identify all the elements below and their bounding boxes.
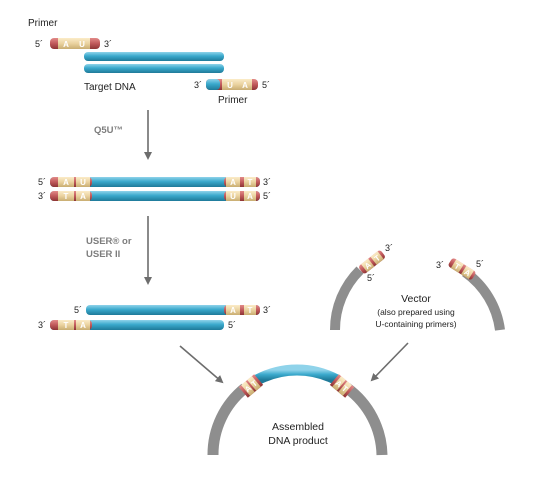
base-t: T (248, 178, 253, 187)
enzyme-step-label-2: USER II (86, 249, 120, 260)
pcr-strand-top: A U A T (50, 177, 260, 187)
base-t: T (250, 379, 260, 389)
vector-note-line-1: (also prepared using (377, 307, 455, 317)
primer-top-label: Primer (28, 18, 58, 29)
product-insert-arc (254, 364, 340, 385)
three-prime-label: 3´ (436, 260, 444, 270)
three-prime-label: 3´ (263, 305, 271, 315)
base-a: A (230, 178, 236, 187)
base-t: T (373, 253, 382, 263)
pcr-strand-bottom: T A U A (50, 191, 260, 201)
base-t: T (64, 321, 69, 330)
three-prime-label: 3´ (385, 243, 393, 253)
target-dna-strand-bottom (84, 64, 224, 73)
primer-top-strand: A U (50, 38, 100, 49)
three-prime-label: 3´ (194, 80, 202, 90)
target-dna-strand-top (84, 52, 224, 61)
stage-2-pcr-product: 5´ A U A T 3´ 3´ T A U A (38, 177, 271, 201)
arrow-insert-to-product (179, 345, 224, 384)
base-a: A (334, 379, 344, 390)
assembled-product-circle: A T A T (207, 364, 388, 456)
insert-strand-bottom: T A (50, 320, 224, 330)
base-t: T (453, 261, 462, 271)
base-a: A (247, 192, 253, 201)
base-a: A (230, 306, 236, 315)
primer-bottom-label: Primer (218, 95, 248, 106)
five-prime-label: 5´ (263, 191, 271, 201)
base-a: A (63, 178, 69, 187)
base-t: T (64, 192, 69, 201)
five-prime-label: 5´ (74, 305, 82, 315)
five-prime-label: 5´ (35, 39, 43, 49)
base-a: A (80, 192, 86, 201)
product-vector-arc-left (207, 383, 249, 456)
base-a: A (363, 260, 373, 271)
vector-right-end: T A (448, 258, 476, 280)
three-prime-label: 3´ (104, 39, 112, 49)
base-a: A (462, 268, 472, 279)
vector-arc-right (462, 267, 505, 331)
enzyme-step-label-1: USER® or (86, 236, 132, 247)
vector-left-end: A T (359, 250, 385, 274)
primer-bottom-strand: U A (206, 79, 258, 90)
product-junction-right: A T (329, 374, 355, 398)
three-prime-label: 3´ (38, 191, 46, 201)
five-prime-label: 5´ (228, 320, 236, 330)
target-dna-label: Target DNA (84, 82, 136, 93)
vector-backbone: A T 3´ 5´ T A 3´ 5´ (329, 243, 505, 331)
base-a: A (243, 384, 253, 395)
base-u: U (79, 40, 85, 49)
base-a: A (242, 81, 248, 90)
three-prime-label: 3´ (38, 320, 46, 330)
base-a: A (63, 40, 69, 49)
stage-3-insert-with-overhangs: 5´ A T 3´ 3´ T A 5´ (38, 305, 271, 330)
insert-strand-top: A T (86, 305, 260, 315)
five-prime-label: 5´ (476, 259, 484, 269)
vector-note-line-2: U-containing primers) (375, 319, 456, 329)
base-t: T (248, 306, 253, 315)
five-prime-label: 5´ (38, 177, 46, 187)
product-label-line-1: Assembled (272, 421, 324, 433)
vector-title: Vector (401, 293, 431, 305)
product-junction-left: A T (238, 374, 264, 398)
base-u: U (80, 178, 86, 187)
vector-arc-left (329, 266, 364, 331)
base-u: U (227, 81, 233, 90)
five-prime-label: 5´ (367, 273, 375, 283)
stage-1-target-and-primers: Primer 5´ A U 3´ Target DNA 3´ U A 5´ Pr… (28, 18, 270, 106)
three-prime-label: 3´ (263, 177, 271, 187)
base-t: T (340, 384, 350, 394)
base-a: A (80, 321, 86, 330)
five-prime-label: 5´ (262, 80, 270, 90)
product-label-line-2: DNA product (268, 435, 328, 447)
polymerase-step-label: Q5U™ (94, 125, 123, 136)
arrow-vector-to-product (370, 342, 409, 382)
base-u: U (230, 192, 236, 201)
product-vector-arc-right (343, 383, 388, 456)
